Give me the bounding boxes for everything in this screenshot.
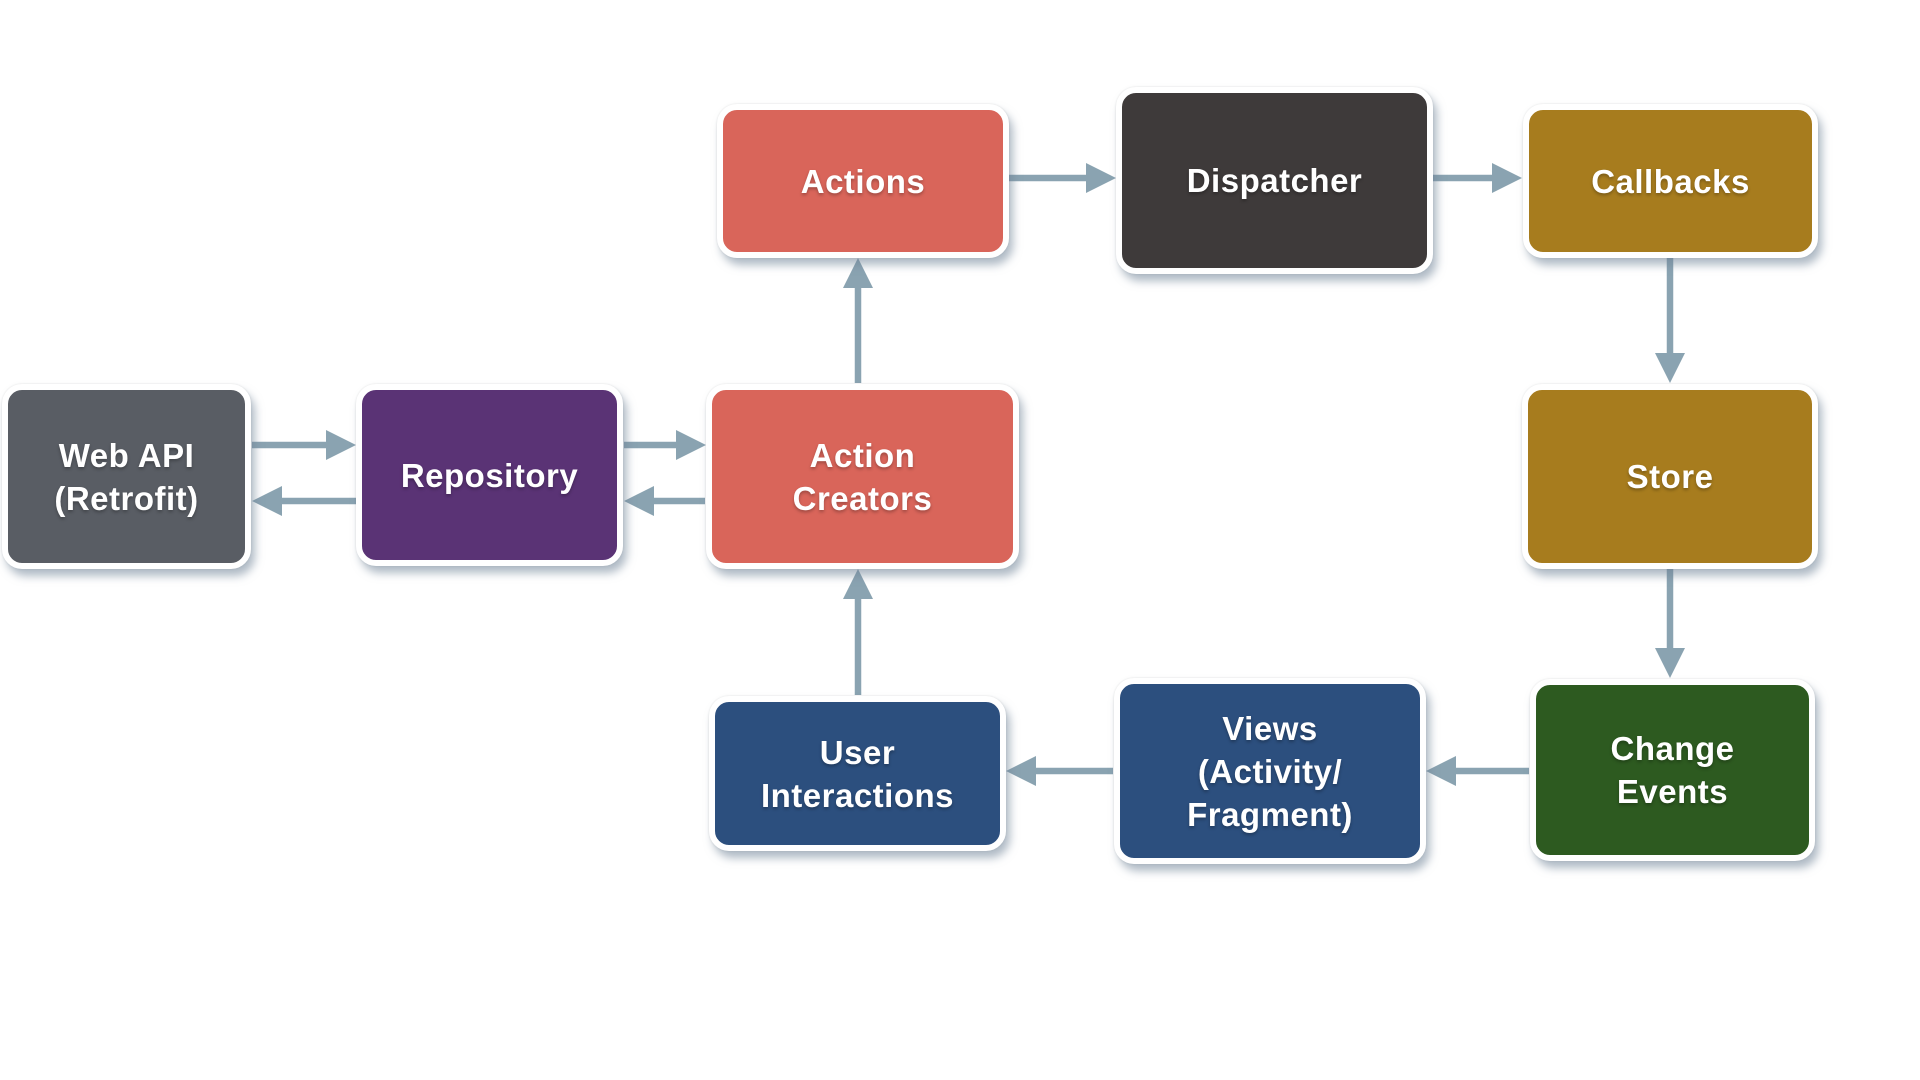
arrow-user-interactions-to-action-creators: [843, 569, 873, 695]
node-web-api: Web API (Retrofit): [2, 384, 251, 569]
arrow-actions-to-dispatcher: [1009, 163, 1116, 193]
arrow-views-to-user-interactions: [1006, 756, 1113, 786]
node-user-interactions-label: User Interactions: [760, 733, 955, 814]
arrow-dispatcher-to-callbacks: [1433, 163, 1522, 193]
node-repository-label: Repository: [400, 456, 579, 494]
node-store-label: Store: [1626, 458, 1714, 495]
node-dispatcher-label: Dispatcher: [1186, 162, 1363, 199]
node-repository: Repository: [356, 384, 623, 566]
node-change-events-label: Change Events: [1610, 730, 1735, 810]
arrow-repository-to-action-creators: [624, 430, 706, 460]
node-user-interactions: User Interactions: [709, 696, 1006, 851]
node-change-events: Change Events: [1530, 679, 1815, 861]
node-store: Store: [1522, 384, 1818, 569]
node-actions: Actions: [717, 104, 1009, 258]
node-callbacks: Callbacks: [1523, 104, 1818, 258]
node-actions-label: Actions: [800, 162, 926, 200]
arrow-action-creators-to-actions: [843, 258, 873, 383]
arrow-repository-to-web-api: [252, 486, 356, 516]
node-web-api-label: Web API (Retrofit): [54, 436, 199, 517]
node-action-creators: Action Creators: [706, 384, 1019, 569]
node-dispatcher: Dispatcher: [1116, 87, 1433, 274]
node-callbacks-label: Callbacks: [1591, 162, 1750, 200]
node-action-creators-label: Action Creators: [792, 436, 933, 517]
node-views-label: Views (Activity/ Fragment): [1187, 709, 1353, 833]
arrow-web-api-to-repository: [252, 430, 356, 460]
arrow-change-events-to-views: [1426, 756, 1529, 786]
arrow-action-creators-to-repository: [624, 486, 705, 516]
node-views: Views (Activity/ Fragment): [1114, 678, 1426, 864]
arrow-store-to-change-events: [1655, 569, 1685, 678]
arrow-callbacks-to-store: [1655, 258, 1685, 383]
